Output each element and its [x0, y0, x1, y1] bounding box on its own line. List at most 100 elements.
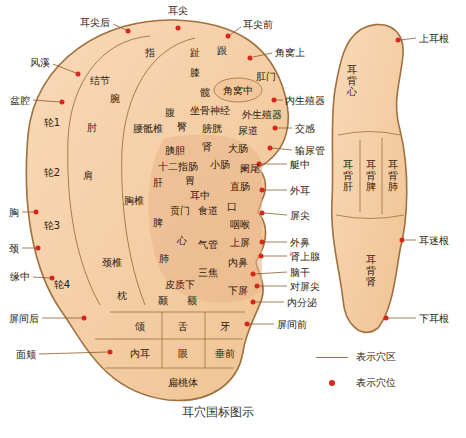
acupoint-label: 气管 [198, 239, 218, 250]
acupoint-label: 耳尖 [168, 5, 188, 16]
region-line [336, 215, 404, 219]
acupoint-label: 风溪 [30, 57, 50, 68]
acupoint-label: 牙 [220, 321, 230, 332]
acupoint-dot [245, 322, 250, 327]
acupoint-label: 扁桃体 [168, 377, 198, 388]
acupoint-dot [60, 100, 65, 105]
acupoint-label: 阑尾 [240, 163, 260, 174]
concha-region [149, 134, 262, 302]
leader-line [53, 64, 76, 73]
acupoint-label: 耳背肺 [388, 159, 398, 192]
figure-caption: 耳穴国标图示 [182, 404, 254, 421]
acupoint-label: 对屏尖 [290, 281, 320, 292]
acupoint-dot [400, 238, 405, 243]
acupoint-label: 耳背脾 [366, 159, 376, 192]
legend-dot-swatch [329, 380, 335, 386]
acupoint-dot [396, 38, 401, 43]
acupoint-label: 胰胆 [165, 145, 185, 156]
region-line [105, 368, 234, 369]
leader-line [264, 190, 287, 191]
leader-line [259, 286, 287, 287]
acupoint-label: 皮质下 [165, 279, 195, 290]
ear-outline [26, 20, 288, 401]
leader-line [264, 242, 287, 243]
acupoint-label: 轮4 [54, 279, 70, 290]
acupoint-label: 上屏 [230, 237, 250, 248]
acupoint-dots [34, 26, 405, 355]
acupoint-dot [255, 284, 260, 289]
leader-line [261, 164, 287, 165]
acupoint-dot [268, 146, 273, 151]
acupoint-label: 尿道 [238, 125, 258, 136]
acupoint-label: 髋 [200, 87, 210, 98]
acupoint-dot [260, 188, 265, 193]
acupoint-label: 脾 [153, 217, 163, 228]
acupoint-label: 肾上腺 [290, 251, 320, 262]
acupoint-label: 角窝上 [275, 47, 305, 58]
acupoint-label: 腕 [110, 93, 120, 104]
leader-line [113, 24, 126, 30]
leader-line [255, 272, 287, 274]
acupoint-label: 交感 [295, 123, 315, 134]
acupoint-dot [176, 26, 181, 31]
acupoint-label: 屏间后 [9, 313, 39, 324]
antihelix-line [122, 38, 195, 305]
acupoint-label: 十二指肠 [158, 161, 198, 172]
acupoint-label: 贲门 [170, 205, 190, 216]
acupoint-label: 坐骨神经 [190, 105, 230, 116]
region-line [338, 132, 400, 136]
acupoint-label: 艇中 [290, 159, 310, 170]
acupoint-label: 颈椎 [102, 257, 122, 268]
acupoint-label: 屏尖 [290, 210, 310, 221]
acupoint-label: 结节 [90, 75, 110, 86]
acupoint-dot [384, 316, 389, 321]
region-line [360, 140, 361, 212]
acupoint-label: 肺 [159, 253, 169, 264]
acupoint-dot [272, 98, 277, 103]
acupoint-label: 上耳根 [419, 33, 449, 44]
acupoint-label: 垂前 [215, 348, 235, 359]
legend-line-sample [316, 357, 348, 358]
acupoint-label: 耳中 [190, 190, 210, 201]
acupoint-label: 耳迷根 [419, 235, 449, 246]
helix-inner-line [68, 36, 150, 305]
region-line [382, 138, 383, 214]
acupoint-dot [76, 72, 81, 77]
acupoint-label: 跟 [217, 45, 227, 56]
acupoint-label: 耳尖后 [80, 17, 110, 28]
legend-item: 表示穴区 [316, 348, 396, 366]
acupoint-label: 盆腔 [10, 95, 30, 106]
acupoint-label: 颈 [9, 243, 19, 254]
acupoint-label: 腰骶椎 [133, 123, 163, 134]
leader-line [230, 27, 241, 35]
acupoint-label: 胸 [9, 207, 19, 218]
acupoint-dot [251, 272, 256, 277]
region-line [95, 339, 243, 340]
acupoint-label: 内分泌 [287, 297, 317, 308]
acupoint-label: 眼 [178, 348, 188, 359]
acupoint-label: 耳尖前 [243, 19, 273, 30]
acupoint-label: 口 [227, 201, 237, 212]
leader-line [272, 148, 292, 150]
leader-line [277, 128, 292, 129]
acupoint-label: 咽喉 [230, 219, 250, 230]
acupoint-label: 颌 [135, 321, 145, 332]
acupoint-dot [260, 211, 265, 216]
acupoint-label: 臀 [177, 121, 187, 132]
leader-line [249, 324, 274, 325]
leader-line [22, 212, 34, 213]
acupoint-label: 轮1 [44, 117, 60, 128]
acupoint-label: 输尿管 [295, 145, 325, 156]
acupoint-dot [50, 276, 55, 281]
leader-line [33, 100, 60, 102]
leader-line [33, 277, 50, 278]
leader-line [39, 352, 108, 354]
triangular-fossa [214, 78, 262, 102]
acupoint-label: 食道 [198, 205, 218, 216]
acupoint-label: 心 [177, 235, 187, 246]
acupoint-label: 肛门 [256, 71, 276, 82]
acupoint-label: 肘 [87, 122, 97, 133]
acupoint-label: 下耳根 [419, 313, 449, 324]
acupoint-label: 枕 [117, 290, 127, 301]
